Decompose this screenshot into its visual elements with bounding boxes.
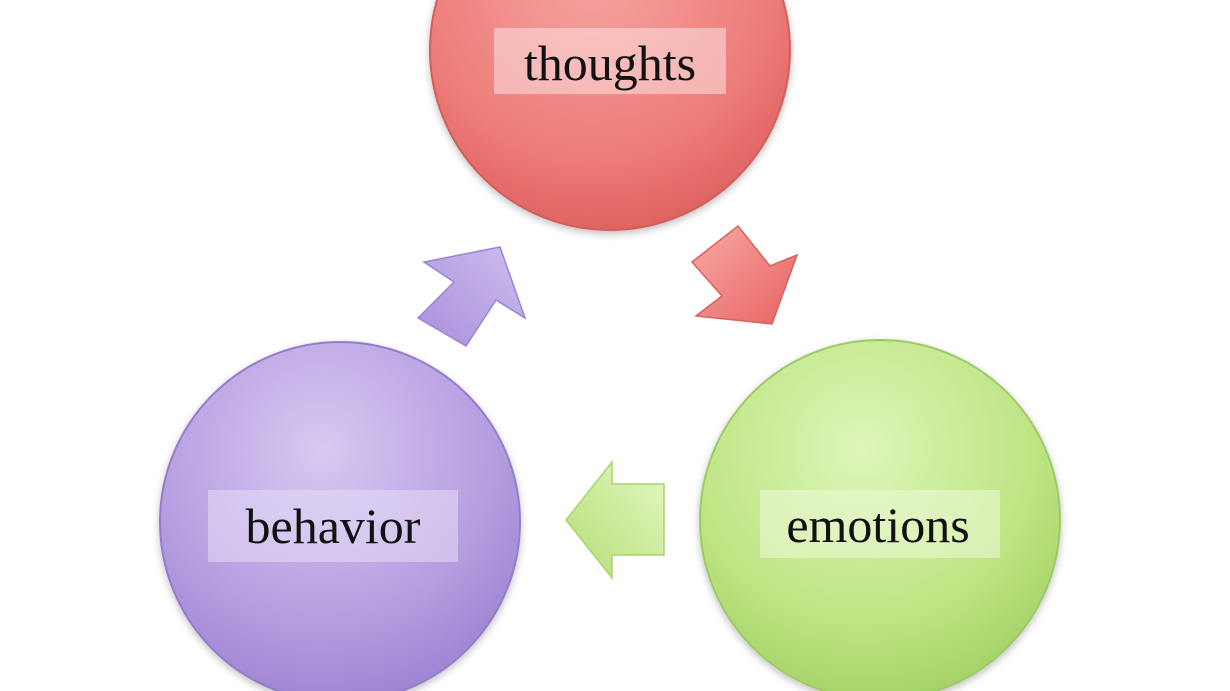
node-thoughts-label: thoughts <box>524 35 696 91</box>
node-behavior-label-box <box>208 490 458 562</box>
arrow-thoughts-to-emotions-shape <box>690 224 799 325</box>
arrow-behavior-to-thoughts <box>416 246 527 348</box>
node-emotions: emotions <box>699 339 1061 691</box>
node-behavior: behavior <box>159 341 521 691</box>
node-thoughts: thoughts <box>429 0 791 231</box>
arrow-behavior-to-thoughts-shape <box>416 246 527 348</box>
node-behavior-label: behavior <box>246 498 421 554</box>
arrow-emotions-to-behavior-shape <box>565 459 665 581</box>
arrow-emotions-to-behavior <box>565 459 665 581</box>
arrow-thoughts-to-emotions <box>690 224 799 325</box>
node-thoughts-label-box <box>494 28 726 94</box>
node-emotions-label: emotions <box>786 497 969 553</box>
node-emotions-label-box <box>760 490 1000 558</box>
